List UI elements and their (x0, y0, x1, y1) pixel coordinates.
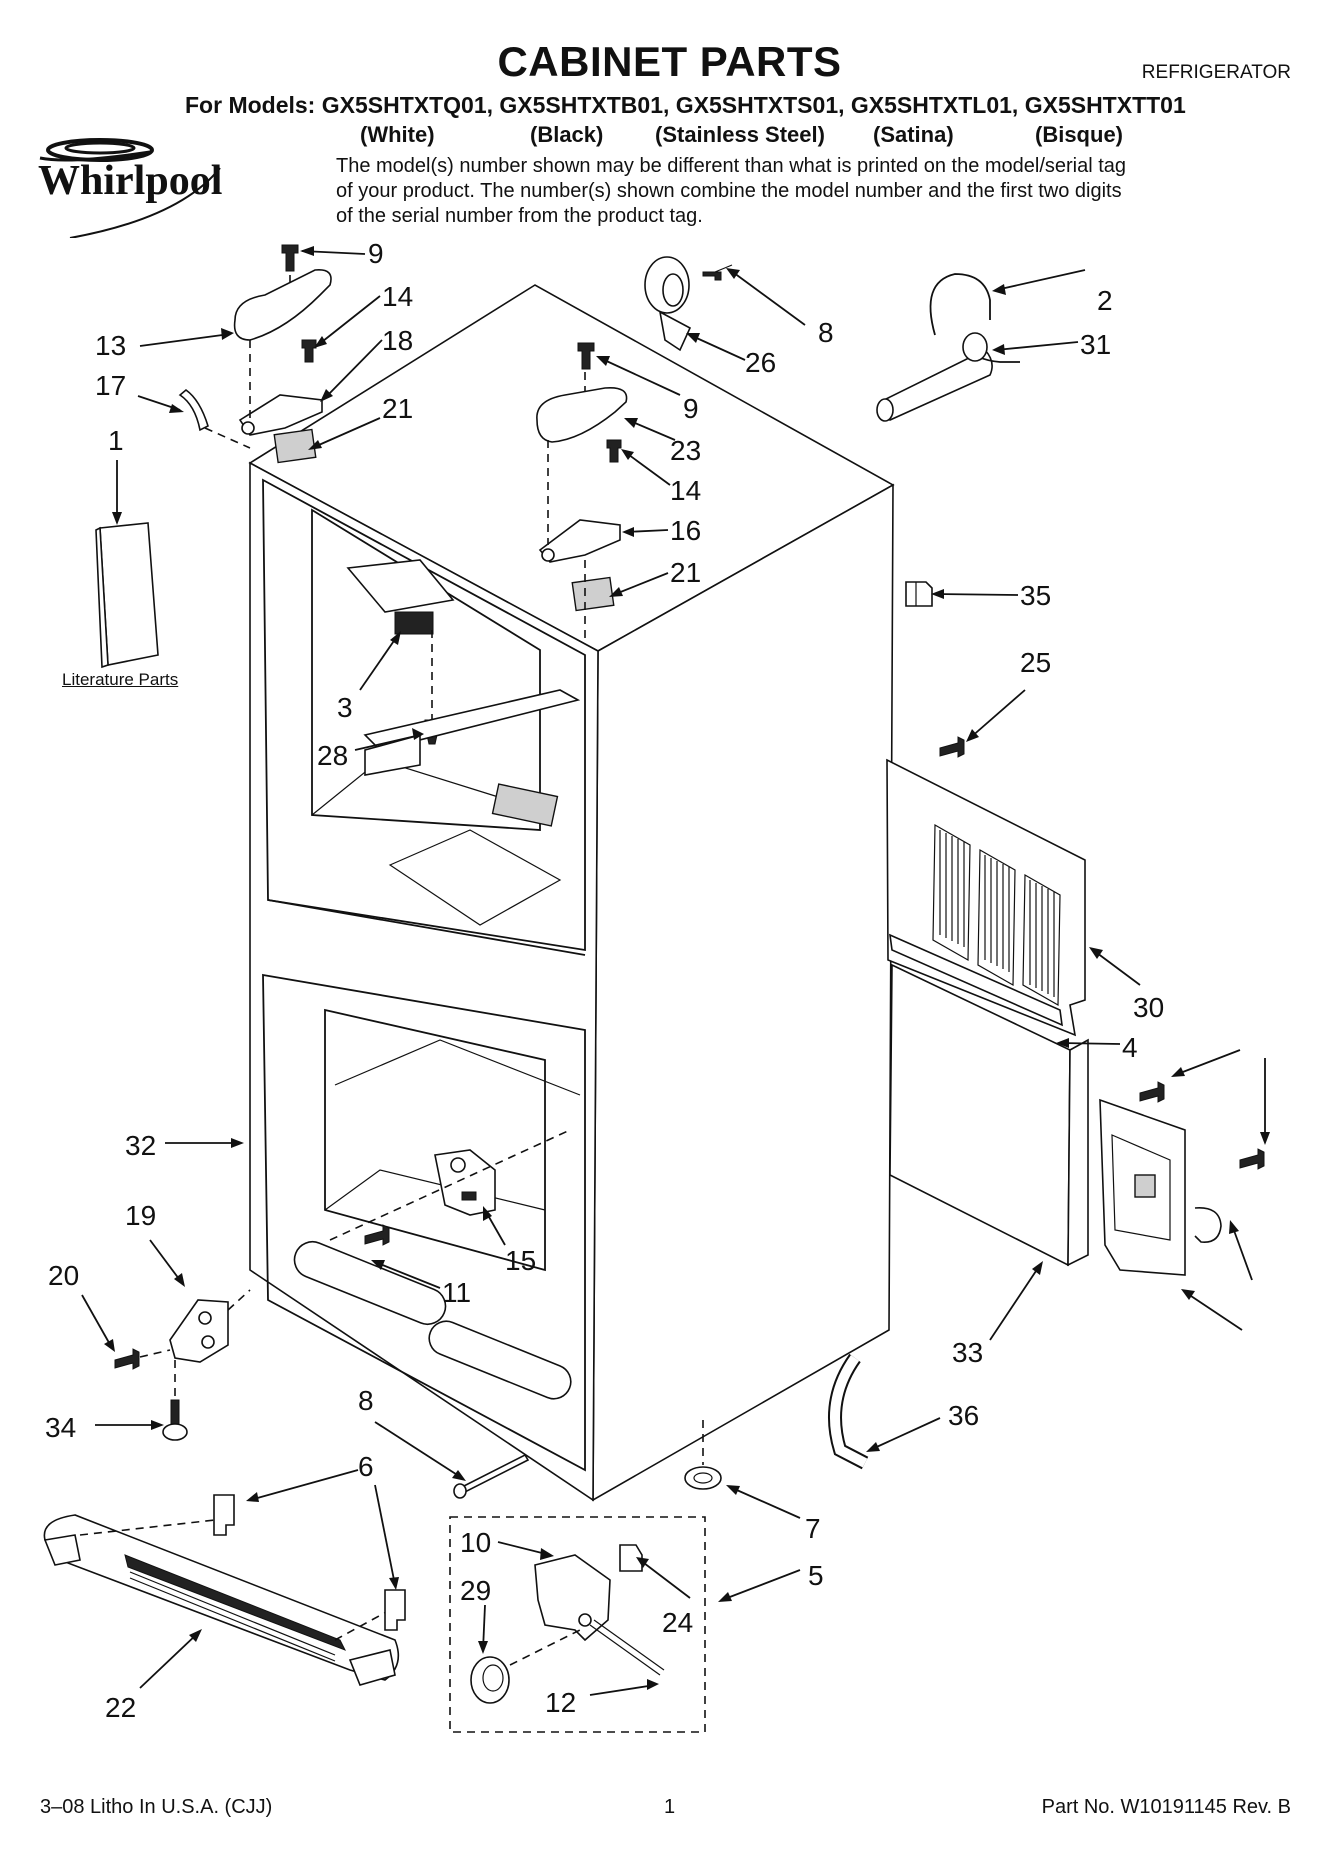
electrical-box-bracket (1099, 1081, 1265, 1276)
base-grille (43, 1494, 406, 1686)
callout-14-top-left: 14 (382, 281, 413, 312)
callout-8-top: 8 (818, 317, 834, 348)
callout-15: 15 (505, 1245, 536, 1276)
callout-22: 22 (105, 1692, 136, 1723)
callout-36: 36 (948, 1400, 979, 1431)
leader-lines (81, 246, 1270, 1696)
models-line: For Models: GX5SHTXTQ01, GX5SHTXTB01, GX… (185, 92, 1186, 118)
cabinet-body (248, 284, 895, 1502)
callout-28: 28 (317, 740, 348, 771)
appliance-type: REFRIGERATOR (1141, 62, 1291, 83)
callout-24: 24 (662, 1607, 693, 1638)
callout-34: 34 (45, 1412, 76, 1443)
screw-20 (114, 1348, 140, 1370)
top-hinge-right (536, 342, 628, 640)
literature-parts-label: Literature Parts (62, 670, 179, 689)
roller-assembly-box (449, 1516, 706, 1733)
callout-16: 16 (670, 515, 701, 546)
callout-25: 25 (1020, 647, 1051, 678)
finish-white: (White) (360, 122, 435, 147)
footer-part-number: Part No. W10191145 Rev. B (1041, 1796, 1291, 1818)
top-hinge-left (178, 244, 332, 464)
footer-print-info: 3–08 Litho In U.S.A. (CJJ) (40, 1796, 273, 1818)
screw-8-bottom (458, 1453, 530, 1495)
callout-26: 26 (745, 347, 776, 378)
seal-strip (889, 933, 1063, 1027)
whirlpool-logo: Whirlpool (38, 138, 222, 238)
model-note: The model(s) number shown may be differe… (336, 155, 1127, 227)
finish-stainless-steel: (Stainless Steel) (655, 122, 825, 147)
callout-35: 35 (1020, 580, 1051, 611)
drain-tube-inner (830, 1355, 868, 1468)
finish-satina: (Satina) (873, 122, 954, 147)
callout-labels: 9 14 13 18 17 21 1 9 23 14 16 21 3 28 8 … (45, 238, 1164, 1723)
leveling-leg-bracket (114, 1289, 251, 1441)
callout-10: 10 (460, 1527, 491, 1558)
callout-17: 17 (95, 370, 126, 401)
screw-25 (939, 736, 965, 758)
callout-13: 13 (95, 330, 126, 361)
callout-1: 1 (108, 425, 124, 456)
callout-4: 4 (1122, 1032, 1138, 1063)
callout-6: 6 (358, 1451, 374, 1482)
callout-21-middle: 21 (670, 557, 701, 588)
finish-black: (Black) (530, 122, 604, 147)
callout-21-left: 21 (382, 393, 413, 424)
callout-14-middle: 14 (670, 475, 701, 506)
callout-2: 2 (1097, 285, 1113, 316)
finish-bisque: (Bisque) (1035, 122, 1123, 147)
clip-part (905, 581, 933, 607)
page-title: CABINET PARTS (497, 38, 842, 85)
callout-9-top-left: 9 (368, 238, 384, 269)
screw-11 (364, 1224, 390, 1246)
lower-hinge-bracket (329, 1129, 571, 1246)
callout-18: 18 (382, 325, 413, 356)
literature-booklet (95, 522, 159, 669)
footer-page-number: 1 (664, 1796, 676, 1818)
roller-assembly (470, 1544, 665, 1704)
callout-3: 3 (337, 692, 353, 723)
callout-8-bottom: 8 (358, 1385, 374, 1416)
callout-29: 29 (460, 1575, 491, 1606)
callout-20: 20 (48, 1260, 79, 1291)
callout-5: 5 (808, 1560, 824, 1591)
water-tube-assembly (876, 273, 1020, 422)
callout-31: 31 (1080, 329, 1111, 360)
callout-12: 12 (545, 1687, 576, 1718)
callout-30: 30 (1133, 992, 1164, 1023)
washer (684, 1466, 722, 1490)
brand-name: Whirlpool (38, 158, 222, 204)
machine-compartment-cover (889, 963, 1089, 1267)
callout-9-middle: 9 (683, 393, 699, 424)
callout-23: 23 (670, 435, 701, 466)
tubing-guide-part (644, 256, 733, 352)
callout-19: 19 (125, 1200, 156, 1231)
callout-32: 32 (125, 1130, 156, 1161)
callout-33: 33 (952, 1337, 983, 1368)
callout-11: 11 (442, 1277, 471, 1308)
callout-7: 7 (805, 1513, 821, 1544)
